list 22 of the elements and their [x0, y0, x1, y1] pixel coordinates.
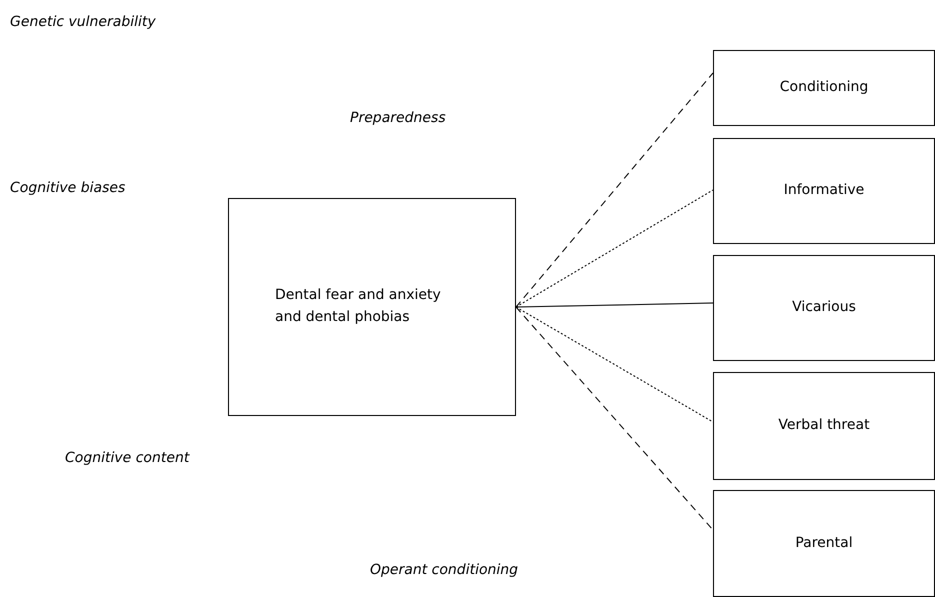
factor-label: Cognitive content [65, 450, 190, 466]
box-label: Vicarious [792, 298, 856, 318]
connector-line [516, 190, 714, 308]
box-label: Informative [784, 181, 864, 200]
factor-label: Genetic vulnerability [10, 14, 156, 30]
box-text: Dental fear and anxiety and dental phobias [275, 286, 442, 327]
factor-box [713, 50, 935, 126]
factor-label: Operant conditioning [370, 562, 518, 578]
connector-line [516, 302, 714, 308]
factor-label: Preparedness [350, 110, 446, 126]
factor-label: Cognitive biases [10, 180, 126, 196]
box-label: Parental [795, 534, 853, 553]
box-label: Conditioning [780, 78, 868, 98]
box-label: Verbal threat [778, 416, 870, 436]
factor-box [713, 372, 935, 480]
factor-box [713, 255, 935, 361]
central-box [228, 198, 516, 416]
connector-line [516, 306, 714, 530]
connector-line [516, 306, 714, 422]
factor-box [713, 138, 935, 244]
factor-box [713, 490, 935, 597]
connector-line [516, 72, 714, 308]
